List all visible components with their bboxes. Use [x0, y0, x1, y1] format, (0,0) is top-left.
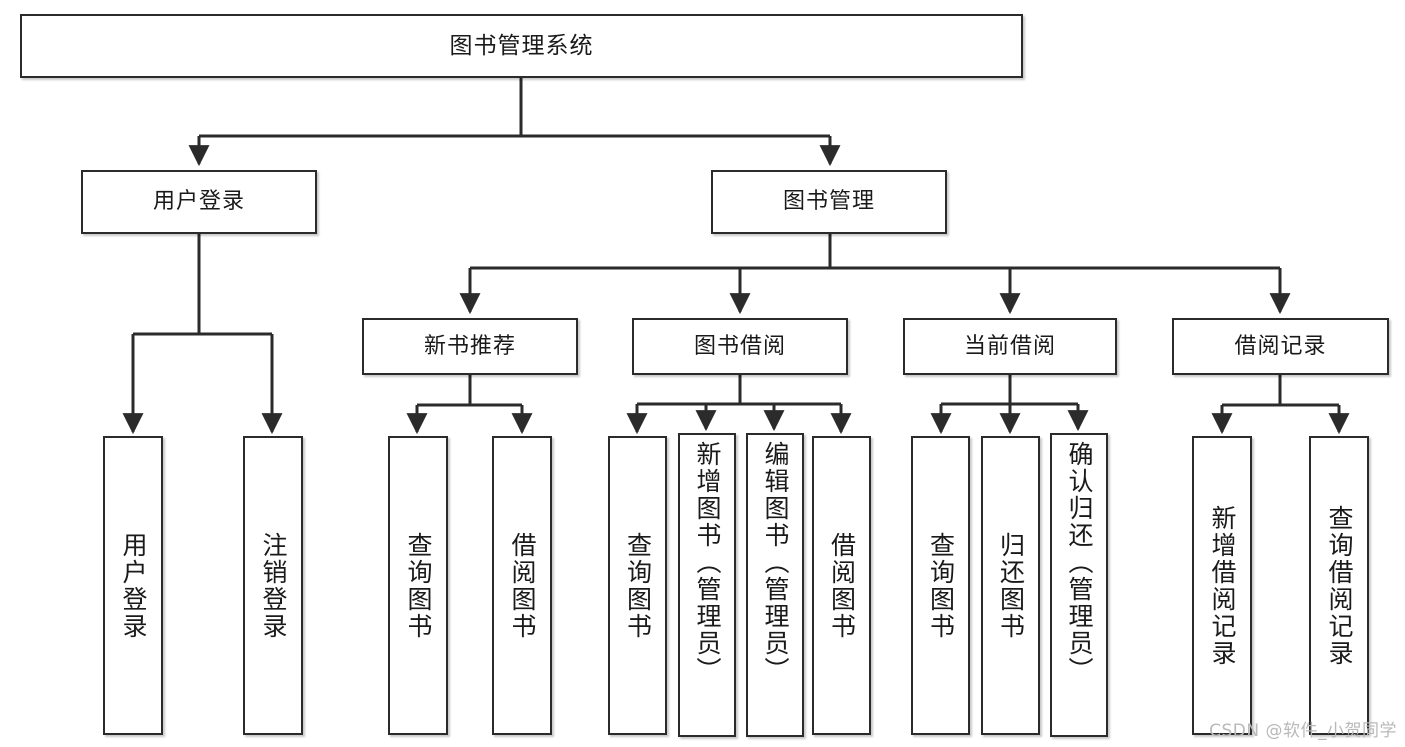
node-leaf-book-borrow-add[interactable]: 新增图书（管理员）	[678, 433, 736, 737]
node-new-book-recommend[interactable]: 新书推荐	[362, 318, 578, 375]
node-leaf-current-borrow-confirm-label: 确认归还（管理员）	[1065, 441, 1094, 684]
node-leaf-borrow-record-add[interactable]: 新增借阅记录	[1192, 436, 1252, 735]
node-leaf-borrow-record-query[interactable]: 查询借阅记录	[1309, 436, 1369, 735]
node-leaf-current-borrow-return[interactable]: 归还图书	[981, 436, 1040, 735]
node-current-borrow-label: 当前借阅	[963, 333, 1056, 359]
node-leaf-book-borrow-borrow-label: 借阅图书	[827, 531, 857, 640]
node-leaf-new-book-borrow[interactable]: 借阅图书	[492, 436, 552, 735]
node-leaf-new-book-borrow-label: 借阅图书	[508, 531, 537, 640]
node-current-borrow[interactable]: 当前借阅	[903, 318, 1117, 375]
node-new-book-recommend-label: 新书推荐	[423, 333, 516, 359]
node-leaf-user-login-login[interactable]: 用户登录	[103, 436, 163, 735]
node-leaf-current-borrow-query-label: 查询图书	[926, 531, 956, 640]
node-leaf-current-borrow-confirm[interactable]: 确认归还（管理员）	[1050, 433, 1108, 737]
node-leaf-user-login-logout[interactable]: 注销登录	[243, 436, 303, 735]
watermark: CSDN @软件_小贺同学	[1209, 721, 1397, 741]
node-book-manage[interactable]: 图书管理	[711, 170, 947, 234]
node-borrow-record-label: 借阅记录	[1234, 333, 1327, 359]
node-user-login[interactable]: 用户登录	[81, 170, 317, 234]
node-leaf-current-borrow-return-label: 归还图书	[996, 531, 1026, 640]
node-leaf-user-login-login-label: 用户登录	[119, 531, 148, 640]
node-leaf-user-login-logout-label: 注销登录	[259, 531, 288, 640]
node-leaf-book-borrow-query-label: 查询图书	[623, 531, 653, 640]
node-leaf-new-book-query[interactable]: 查询图书	[388, 436, 448, 735]
node-leaf-borrow-record-add-label: 新增借阅记录	[1208, 504, 1237, 667]
node-leaf-book-borrow-add-label: 新增图书（管理员）	[693, 441, 722, 684]
node-leaf-new-book-query-label: 查询图书	[404, 531, 433, 640]
node-book-borrow[interactable]: 图书借阅	[632, 318, 848, 375]
node-user-login-label: 用户登录	[152, 189, 245, 215]
node-leaf-book-borrow-edit-label: 编辑图书（管理员）	[761, 441, 790, 684]
node-book-borrow-label: 图书借阅	[693, 333, 786, 359]
node-root[interactable]: 图书管理系统	[20, 14, 1023, 78]
node-leaf-book-borrow-borrow[interactable]: 借阅图书	[812, 436, 871, 735]
node-book-manage-label: 图书管理	[782, 189, 875, 215]
node-leaf-book-borrow-query[interactable]: 查询图书	[608, 436, 667, 735]
node-borrow-record[interactable]: 借阅记录	[1172, 318, 1389, 375]
node-root-label: 图书管理系统	[449, 32, 594, 59]
node-leaf-book-borrow-edit[interactable]: 编辑图书（管理员）	[746, 433, 804, 737]
node-leaf-current-borrow-query[interactable]: 查询图书	[911, 436, 970, 735]
node-leaf-borrow-record-query-label: 查询借阅记录	[1325, 504, 1354, 667]
